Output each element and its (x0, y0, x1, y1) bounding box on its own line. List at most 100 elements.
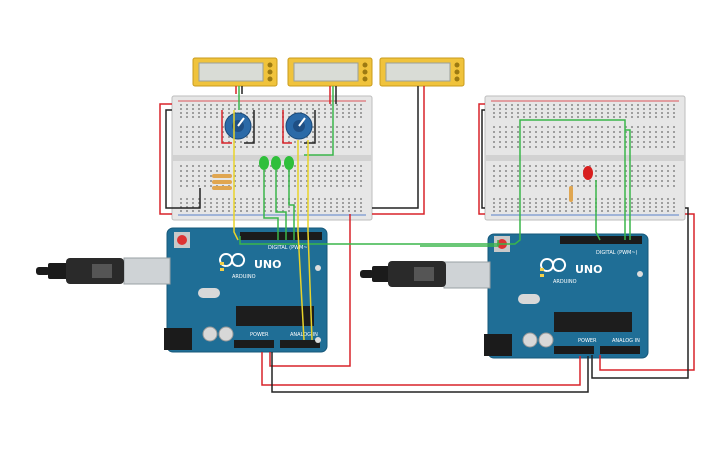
breadboard-hole (577, 198, 579, 200)
breadboard-hole (270, 131, 272, 133)
breadboard-hole (493, 206, 495, 208)
breadboard-hole (186, 185, 188, 187)
arduino-board-left[interactable]: DIGITAL (PWM~) UNO ARDUINO POWER ANALOG … (123, 227, 328, 353)
breadboard-hole (348, 202, 350, 204)
arduino-board-right[interactable]: DIGITAL (PWM~) UNO ARDUINO POWER ANALOG … (443, 233, 649, 359)
potentiometer-1[interactable] (224, 112, 252, 140)
breadboard-hole (354, 170, 356, 172)
breadboard-hole (637, 116, 639, 118)
resistors-left[interactable] (212, 174, 232, 190)
breadboard-hole (547, 136, 549, 138)
breadboard-hole (607, 198, 609, 200)
breadboard-hole (601, 206, 603, 208)
breadboard-hole (637, 202, 639, 204)
breadboard-hole (553, 112, 555, 114)
breadboard-hole (318, 116, 320, 118)
breadboard-hole (577, 165, 579, 167)
breadboard-hole (529, 146, 531, 148)
breadboard-hole (673, 206, 675, 208)
breadboard-hole (318, 175, 320, 177)
breadboard-hole (336, 170, 338, 172)
breadboard-hole (541, 180, 543, 182)
breadboard-hole (210, 180, 212, 182)
lcd-display-2[interactable] (287, 57, 373, 87)
breadboard-hole (583, 116, 585, 118)
breadboard-hole (234, 141, 236, 143)
breadboard-hole (228, 141, 230, 143)
breadboard-hole (601, 141, 603, 143)
led-green-3[interactable] (284, 156, 294, 170)
breadboard-hole (282, 108, 284, 110)
breadboard-hole (204, 198, 206, 200)
breadboard-hole (258, 116, 260, 118)
breadboard-hole (270, 146, 272, 148)
breadboard-hole (505, 136, 507, 138)
breadboard-hole (619, 141, 621, 143)
breadboard-hole (571, 206, 573, 208)
breadboard-hole (643, 165, 645, 167)
breadboard-hole (282, 175, 284, 177)
arduino-brand: ARDUINO (553, 279, 577, 285)
breadboard-left[interactable] (171, 95, 373, 221)
resistor-right[interactable] (569, 186, 573, 202)
breadboard-hole (559, 112, 561, 114)
breadboard-hole (210, 175, 212, 177)
breadboard-hole (505, 116, 507, 118)
breadboard-hole (330, 108, 332, 110)
breadboard-hole (204, 206, 206, 208)
breadboard-hole (541, 108, 543, 110)
wires[interactable] (159, 86, 695, 393)
breadboard-hole (324, 146, 326, 148)
breadboard-hole (667, 146, 669, 148)
breadboard-hole (180, 170, 182, 172)
breadboard-hole (673, 198, 675, 200)
breadboard-hole (505, 165, 507, 167)
breadboard-hole (559, 198, 561, 200)
breadboard-hole (493, 104, 495, 106)
breadboard-hole (354, 198, 356, 200)
breadboard-hole (667, 141, 669, 143)
breadboard-hole (673, 185, 675, 187)
led-green-1[interactable] (259, 156, 269, 170)
breadboard-hole (607, 104, 609, 106)
breadboard-hole (192, 198, 194, 200)
breadboard-hole (553, 146, 555, 148)
breadboard-hole (631, 108, 633, 110)
breadboard-hole (535, 175, 537, 177)
breadboard-hole (517, 206, 519, 208)
breadboard-hole (493, 170, 495, 172)
potentiometer-2[interactable] (285, 112, 313, 140)
breadboard-hole (583, 126, 585, 128)
breadboard-hole (547, 202, 549, 204)
breadboard-hole (601, 180, 603, 182)
breadboard-hole (661, 202, 663, 204)
led-green-2[interactable] (271, 156, 281, 170)
breadboard-hole (649, 198, 651, 200)
breadboard-hole (637, 136, 639, 138)
breadboard-hole (613, 175, 615, 177)
breadboard-hole (589, 131, 591, 133)
usb-cable-left[interactable] (36, 258, 124, 284)
breadboard-hole (571, 175, 573, 177)
breadboard-hole (252, 210, 254, 212)
lcd-display-3[interactable] (379, 57, 465, 87)
breadboard-hole (541, 210, 543, 212)
breadboard-right[interactable] (484, 95, 686, 221)
breadboard-hole (336, 180, 338, 182)
led-red[interactable] (583, 166, 593, 180)
breadboard-hole (258, 141, 260, 143)
breadboard-hole (541, 185, 543, 187)
breadboard-hole (619, 146, 621, 148)
breadboard-hole (541, 206, 543, 208)
breadboard-hole (246, 175, 248, 177)
breadboard-hole (625, 165, 627, 167)
breadboard-hole (667, 180, 669, 182)
breadboard-hole (222, 165, 224, 167)
breadboard-hole (493, 112, 495, 114)
breadboard-hole (270, 104, 272, 106)
lcd-display-1[interactable] (192, 57, 278, 87)
breadboard-hole (348, 112, 350, 114)
breadboard-hole (306, 104, 308, 106)
usb-cable-right[interactable] (360, 261, 446, 287)
